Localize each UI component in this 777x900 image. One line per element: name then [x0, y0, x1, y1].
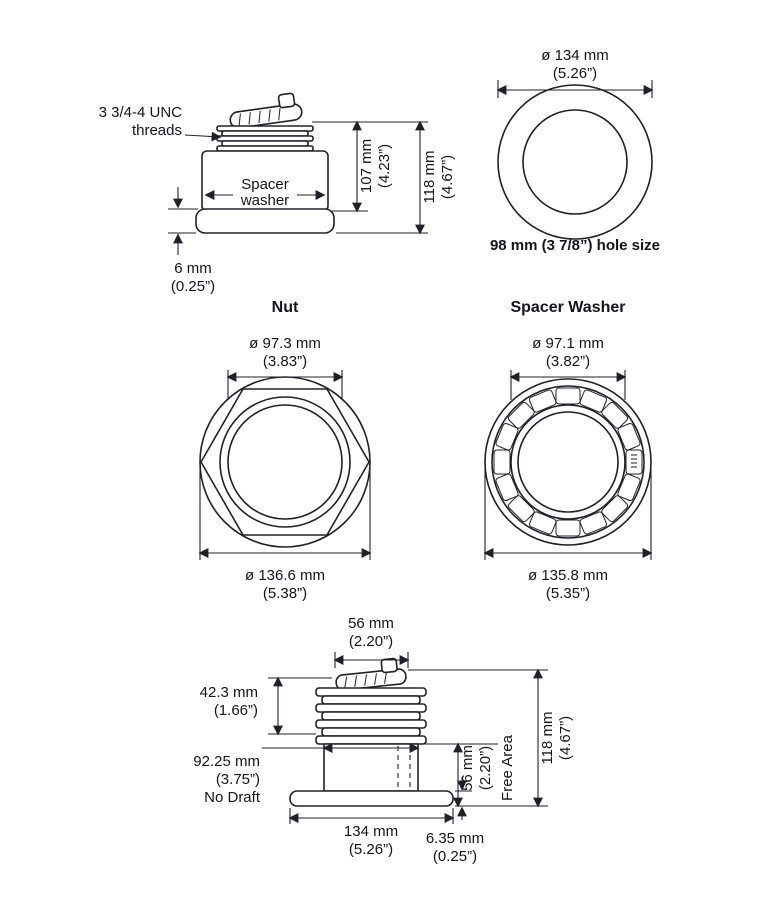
dim-134mm-in: (5.26”) [553, 65, 597, 82]
install-flange [289, 790, 454, 807]
no-draft-label: No Draft [204, 789, 261, 806]
install-labels: 56 mm (2.20”) 42.3 mm (1.66”) 92.25 mm (… [193, 615, 574, 865]
dim-134mm-flange-in: (5.26”) [349, 841, 393, 858]
dim-107mm: 107 mm [358, 139, 375, 193]
transducer-install-view [289, 657, 454, 807]
dim-118mm-in: (4.67”) [439, 155, 456, 199]
hidden-bore-lines [397, 746, 411, 788]
dim-134mm: ø 134 mm [541, 47, 609, 64]
transducer-side-view [195, 92, 335, 234]
dim-56mm-free: 56 mm [459, 745, 476, 791]
free-area-label: Free Area [499, 734, 516, 801]
washer-bore-circle [517, 411, 619, 513]
washer-inner-dim-in: (3.82”) [546, 353, 590, 370]
nut-inner-dim: ø 97.3 mm [249, 335, 321, 352]
nut-outer-dim: ø 136.6 mm [245, 567, 325, 584]
top-view-dimension-lines [496, 80, 654, 98]
dim-56mm-top-in: (2.20”) [349, 633, 393, 650]
install-body [323, 743, 419, 792]
dim-107mm-in: (4.23”) [376, 144, 393, 188]
hole-size-label: 98 mm (3 7/8”) hole size [490, 237, 660, 254]
nut-title: Nut [272, 299, 299, 316]
nut-outer-dim-in: (5.38”) [263, 585, 307, 602]
washer-outer-dim-in: (5.35”) [546, 585, 590, 602]
dim-635mm-in: (0.25”) [433, 848, 477, 865]
washer-labels: Spacer Washer ø 97.1 mm (3.82”) ø 135.8 … [510, 299, 625, 602]
side-view-dimension-lines [168, 120, 428, 255]
washer-marking [631, 454, 637, 468]
washer-dimension-lines [483, 370, 653, 560]
transducer-threads [216, 125, 314, 152]
dim-56mm-free-in: (2.20”) [477, 746, 494, 790]
nut-bore-circle [227, 404, 343, 520]
dim-134mm-flange: 134 mm [344, 823, 398, 840]
top-view-labels: ø 134 mm (5.26”) 98 mm (3 7/8”) hole siz… [490, 47, 660, 254]
dim-42mm: 42.3 mm [200, 684, 258, 701]
dim-92mm-in: (3.75”) [216, 771, 260, 788]
dim-118mm-overall-in: (4.67”) [557, 716, 574, 760]
spacer-washer-label-line2: washer [240, 192, 289, 209]
washer-outer-dim: ø 135.8 mm [528, 567, 608, 584]
transducer-top-view [497, 84, 653, 240]
install-cap [335, 657, 407, 691]
dim-6mm-in: (0.25”) [171, 278, 215, 295]
spacer-washer-title: Spacer Washer [510, 299, 625, 316]
dim-6mm: 6 mm [174, 260, 212, 277]
dim-118mm: 118 mm [421, 150, 438, 203]
washer-slots [493, 387, 643, 537]
threads-label: 3 3/4-4 UNC [99, 104, 183, 121]
transducer-flange [195, 208, 335, 234]
spacer-washer-view [484, 378, 652, 546]
side-view-labels: 3 3/4-4 UNC threads Spacer washer 107 mm… [99, 104, 456, 295]
install-threads [315, 687, 427, 745]
threads-label-line2: threads [132, 122, 182, 139]
nut-view [199, 376, 371, 548]
dim-42mm-in: (1.66”) [214, 702, 258, 719]
washer-inner-dim: ø 97.1 mm [532, 335, 604, 352]
nut-inner-dim-in: (3.83”) [263, 353, 307, 370]
nut-dimension-lines [198, 370, 372, 560]
top-view-inner-circle [522, 109, 628, 215]
transducer-cap [229, 92, 303, 129]
spacer-washer-label: Spacer [241, 176, 289, 193]
dim-635mm: 6.35 mm [426, 830, 484, 847]
install-dimension-lines [262, 652, 548, 824]
dim-56mm-top: 56 mm [348, 615, 394, 632]
dim-118mm-overall: 118 mm [539, 711, 556, 764]
dim-92mm: 92.25 mm [193, 753, 260, 770]
nut-labels: Nut ø 97.3 mm (3.83”) ø 136.6 mm (5.38”) [245, 299, 325, 602]
